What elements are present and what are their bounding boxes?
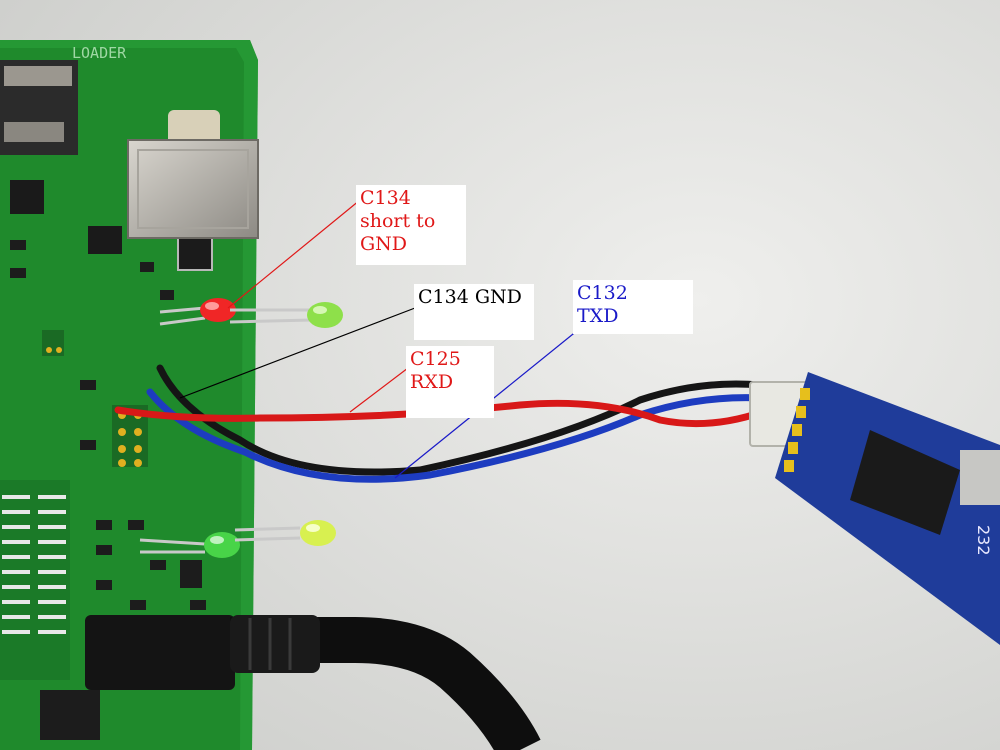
annotation-line: C134 GND bbox=[418, 286, 522, 308]
leader-line-c125 bbox=[349, 367, 409, 413]
annotation-c125-rxd: C125 RXD bbox=[406, 346, 494, 418]
annotation-line: C132 bbox=[577, 282, 628, 304]
chip-marking: 232 bbox=[974, 525, 993, 556]
green-led bbox=[229, 302, 343, 328]
pcb-board: LOADER bbox=[0, 40, 259, 750]
annotation-line: GND bbox=[360, 233, 408, 255]
red-led bbox=[159, 298, 236, 326]
usb-serial-adapter: 232 bbox=[775, 372, 1000, 645]
loader-silkscreen: LOADER bbox=[72, 44, 127, 62]
annotation-line: short to bbox=[360, 210, 436, 232]
ic-chip bbox=[10, 180, 44, 214]
annotation-c134-gnd: C134 GND bbox=[414, 284, 534, 340]
annotation-line: RXD bbox=[410, 371, 454, 393]
annotation-line: C125 bbox=[410, 348, 461, 370]
annotation-line: C134 bbox=[360, 187, 411, 209]
ic-array bbox=[0, 480, 70, 680]
smd-components bbox=[10, 240, 206, 740]
leader-line-c134-gnd bbox=[179, 307, 416, 399]
usb-b-connector bbox=[127, 139, 259, 239]
leader-line-c134-short bbox=[227, 199, 361, 309]
yellow-green-led bbox=[234, 520, 336, 546]
annotation-c134-short-to-gnd: C134 short to GND bbox=[356, 185, 466, 265]
wire-black bbox=[156, 364, 764, 476]
pin-header bbox=[42, 330, 148, 467]
annotation-line: TXD bbox=[577, 305, 619, 327]
annotation-c132-txd: C132 TXD bbox=[573, 280, 693, 334]
ic-chip bbox=[88, 226, 122, 254]
green-led bbox=[139, 532, 240, 558]
power-cable bbox=[230, 615, 541, 750]
dc-jack bbox=[85, 615, 235, 690]
wire-blue bbox=[146, 388, 766, 483]
